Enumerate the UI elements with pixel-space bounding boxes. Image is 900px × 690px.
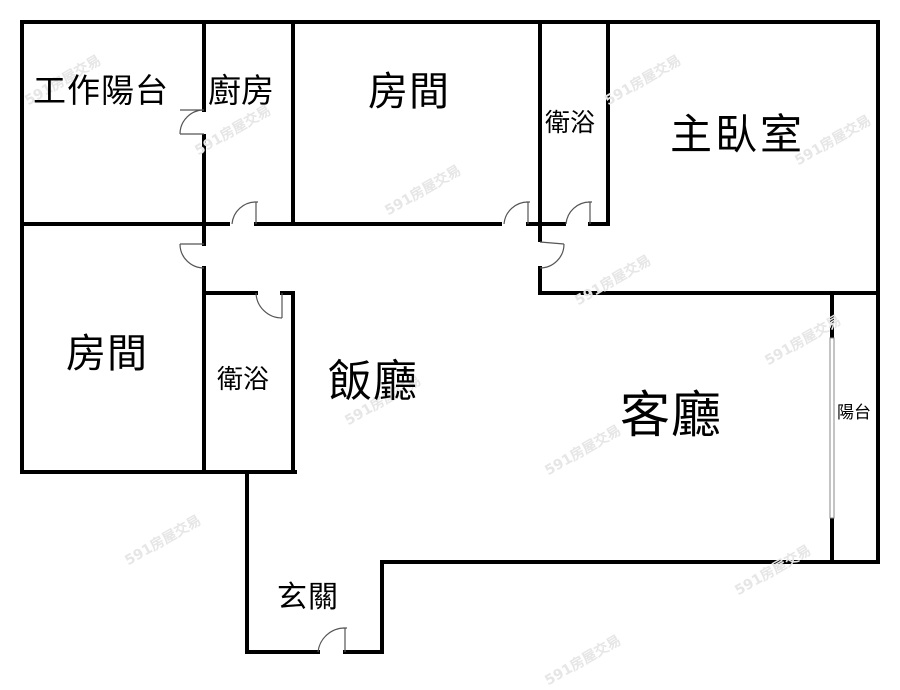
room-label-entrance: 玄關 xyxy=(277,580,339,615)
floor-plan xyxy=(20,20,880,654)
door-bathroom-top xyxy=(565,201,592,225)
room-label-master-bedroom: 主臥室 xyxy=(670,110,806,159)
room-label-bedroom-top: 房間 xyxy=(368,69,450,115)
room-label-dining-room: 飯廳 xyxy=(328,356,418,407)
door-bathroom-left xyxy=(255,292,283,319)
room-label-bedroom-left: 房間 xyxy=(66,331,148,377)
room-label-bathroom-left: 衛浴 xyxy=(217,365,270,395)
door-master-bedroom xyxy=(539,241,565,269)
room-label-living-room: 客廳 xyxy=(620,386,722,444)
room-label-kitchen: 廚房 xyxy=(208,71,274,110)
door-kitchen xyxy=(231,201,258,225)
doors xyxy=(179,109,592,653)
window-balcony xyxy=(829,337,835,519)
room-label-balcony: 陽台 xyxy=(837,403,871,423)
door-bedroom-left xyxy=(179,243,205,269)
door-entrance xyxy=(317,627,347,653)
walls xyxy=(20,20,880,654)
door-utility-kitchen xyxy=(179,109,205,135)
door-bedroom-top xyxy=(503,201,530,225)
room-label-utility-balcony: 工作陽台 xyxy=(33,71,169,110)
room-label-bathroom-top: 衛浴 xyxy=(545,108,596,137)
